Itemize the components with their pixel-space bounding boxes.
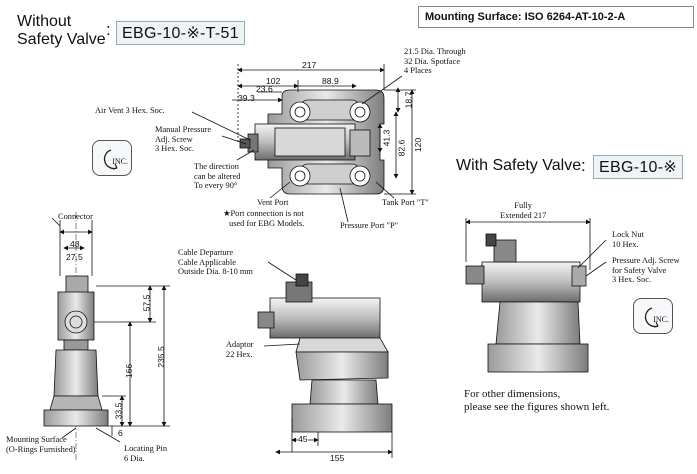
adaptor-line2: 22 Hex. [226,349,253,359]
dim-235-5: 235.5 [155,346,166,368]
padj-line1: Pressure Adj. Screw [612,256,680,265]
top-view-drawing [191,64,416,223]
dim-57-5: 57.5 [141,294,152,312]
pin-line2: 6 Dia. [124,453,145,463]
cable-line1: Cable Departure [178,248,234,257]
model-without-safety-valve: EBG-10-※-T-51 [116,21,245,45]
without-safety-valve-label: Without Safety Valve [17,13,106,49]
model-with-safety-valve: EBG-10-※ [593,155,684,179]
locating-pin-label: Locating Pin 6 Dia. [124,444,167,463]
direction-line1: The direction [194,162,239,171]
dim-6: 6 [118,428,123,438]
with-colon: : [581,156,586,175]
note-line2: used for EBG Models. [229,218,305,228]
dim-120: 120 [413,137,424,153]
air-vent-label: Air Vent 3 Hex. Soc. [95,106,165,115]
fully-line1: Fully [514,201,532,210]
inc-label-left: INC. [112,157,128,166]
dim-166: 166 [124,363,135,379]
without-label-line1: Without [17,13,72,30]
other-line2: please see the figures shown left. [464,401,610,413]
cable-line2: Cable Applicable [178,257,236,267]
without-colon: : [106,20,111,39]
dim-23-6: 23.6 [256,84,273,94]
direction-line3: To every 90° [194,181,238,190]
dim-41-3: 41.3 [381,129,392,147]
note-line1: ★Port connection is not [223,209,304,218]
lock-nut-label: Lock Nut 10 Hex. [612,230,644,249]
dim-155: 155 [330,453,345,463]
dim-48: 48 [70,239,80,249]
without-label-line2: Safety Valve [17,31,106,48]
padj-line2: for Safety Valve [612,265,667,275]
dim-82-6: 82.6 [396,139,407,157]
through-line1: 21.5 Dia. Through [404,47,466,56]
safety-view-drawing [465,218,607,373]
cable-line3: Outside Dia. 8-10 mm [178,267,253,276]
pressure-port-label: Pressure Port "P" [340,221,399,230]
through-line3: 4 Places [404,66,432,75]
rotate-arrow-icon [103,149,118,170]
inc-label-right: INC. [653,315,669,324]
inc-badge-left: INC. [92,140,132,176]
adaptor-line1: Adaptor [226,340,254,349]
adaptor-label: Adaptor 22 Hex. [226,340,253,359]
locknut-line1: Lock Nut [612,230,644,239]
through-line2: 32 Dia. Spotface [404,56,461,66]
locknut-line2: 10 Hex. [612,239,639,249]
dim-39-3: 39.3 [238,93,255,103]
dim-217-top: 217 [302,60,317,70]
side-view-drawing [43,212,170,462]
manual-line3: 3 Hex. Soc. [155,144,195,153]
other-dimensions-note: For other dimensions, please see the fig… [464,388,609,414]
dim-18-7: 18.7 [403,91,414,109]
connector-label: Connector [58,212,93,221]
mounting-surface-label: Mounting Surface (O-Rings Furnished) [6,435,76,454]
pin-line1: Locating Pin [124,444,168,453]
fully-line2: Extended 217 [500,210,547,220]
with-safety-valve-label: With Safety Valve [456,157,582,174]
cable-departure-label: Cable Departure Cable Applicable Outside… [178,248,253,277]
manual-line1: Manual Pressure [155,125,212,134]
dim-88-9: 88.9 [322,76,339,86]
dim-45: 45 [298,434,308,444]
pressure-adj-label: Pressure Adj. Screw for Safety Valve 3 H… [612,256,680,285]
mounting-line1: Mounting Surface [6,435,67,444]
dim-33-5: 33.5 [113,402,124,420]
direction-note: The direction can be altered To every 90… [194,162,241,191]
through-hole-note: 21.5 Dia. Through 32 Dia. Spotface 4 Pla… [404,47,466,76]
fully-extended-label: Fully Extended 217 [500,201,546,220]
manual-line2: Adj. Screw [155,134,193,144]
inc-badge-right: INC. [633,298,673,334]
dim-102: 102 [266,76,281,86]
iso-view-drawing [257,261,393,458]
mounting-line2: (O-Rings Furnished) [6,444,76,454]
mounting-surface-box: Mounting Surface: ISO 6264-AT-10-2-A [418,6,694,28]
tank-port-label: Tank Port "T" [382,198,429,207]
other-line1: For other dimensions, [464,388,561,400]
dim-27-5: 27.5 [66,252,83,262]
padj-line3: 3 Hex. Soc. [612,275,652,284]
port-connection-note: ★Port connection is not used for EBG Mod… [223,209,304,228]
rotate-arrow-icon [644,307,659,328]
direction-line2: can be altered [194,171,241,181]
manual-pressure-label: Manual Pressure Adj. Screw 3 Hex. Soc. [155,125,211,154]
vent-port-label: Vent Port [257,198,289,207]
